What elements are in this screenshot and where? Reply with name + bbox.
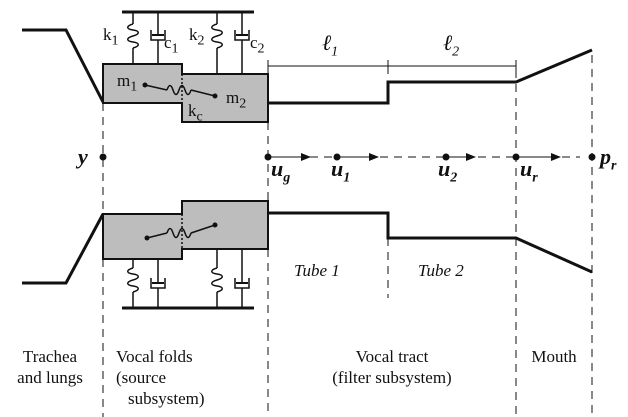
kc-label: kc (188, 101, 203, 125)
section-dividers (102, 55, 593, 417)
k1-label: k1 (103, 25, 119, 49)
coupling-spring-lower (166, 227, 192, 239)
m1-label: m1 (117, 71, 138, 95)
mouth-section-label: Mouth (531, 347, 577, 366)
l2-label: ℓ2 (443, 30, 460, 60)
tube1-label: Tube 1 (294, 261, 340, 280)
upper-wall (22, 28, 593, 105)
tract-upper-wall (268, 48, 593, 105)
y-label: y (78, 144, 88, 169)
u2-label: u2 (438, 156, 458, 186)
vocal-folds-section-label: Vocal folds (source subsystem) (116, 347, 205, 408)
l1-label: ℓ1 (322, 30, 339, 60)
lower-suspension (122, 249, 254, 310)
coupling-spring-upper (166, 84, 192, 96)
length-dimension (267, 60, 517, 74)
ur-label: ur (520, 156, 538, 186)
c1-label: c1 (164, 33, 179, 57)
k2-label: k2 (189, 25, 205, 49)
lower-mass-block (102, 200, 269, 260)
lower-vocal-fold (102, 200, 269, 260)
m2-label: m2 (226, 88, 247, 112)
trachea-upper-wall (22, 28, 105, 103)
upper-suspension (122, 10, 254, 74)
c2-label: c2 (250, 33, 265, 57)
tube2-label: Tube 2 (418, 261, 464, 280)
u1-label: u1 (331, 156, 351, 186)
centerline-points (99, 153, 596, 161)
ug-label: ug (271, 156, 291, 186)
pr-label: pr (600, 144, 617, 174)
vocal-tract-section-label: Vocal tract (filter subsystem) (332, 347, 452, 387)
trachea-section-label: Trachea and lungs (17, 347, 83, 387)
trachea-lower-wall (22, 213, 105, 285)
